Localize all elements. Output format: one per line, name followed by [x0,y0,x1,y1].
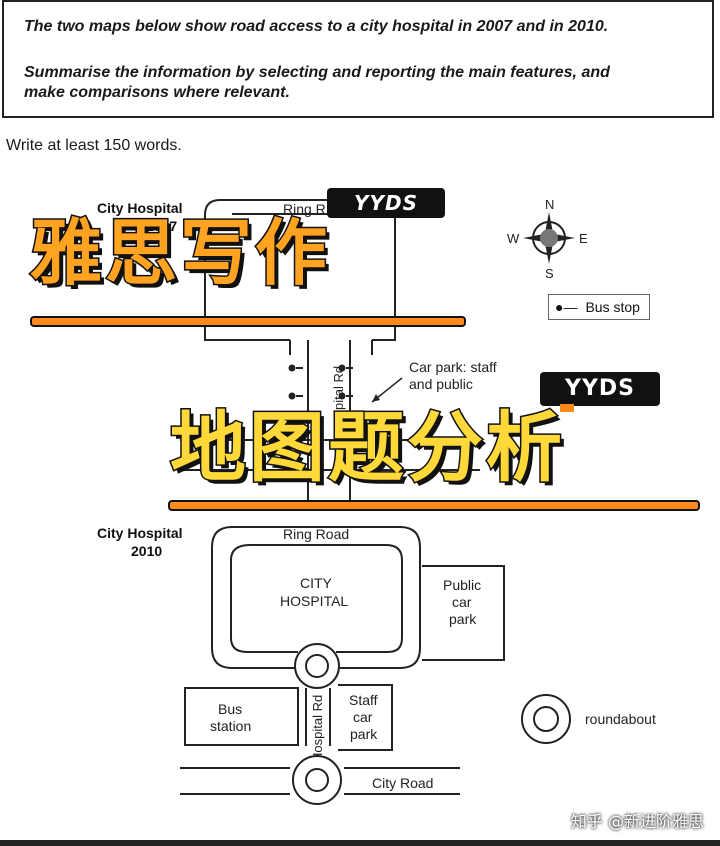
compass-rose-icon: N S E W [507,197,588,281]
ring-road-2010 [232,526,421,669]
yyds-tag-top: YYDS [327,188,445,218]
map-2007: City Hospital 2007 Ring R pital Rd Car p… [97,199,497,500]
svg-text:W: W [507,231,520,246]
roundabout-legend: roundabout [521,694,656,744]
svg-text:station: station [210,718,251,734]
task-line-3: make comparisons where relevant. [24,84,290,101]
svg-text:car: car [353,709,373,725]
ring-road-label-2010: Ring Road [283,526,349,542]
map-2007-title: City Hospital [97,200,183,216]
staff-car-park [338,684,393,751]
car-park-label-2007-line1: Car park: staff [409,359,497,375]
bottom-edge [0,840,720,846]
hospital-rd-label-2010: Hospital Rd [310,695,325,762]
title-bottom-underline [168,500,700,511]
title-overlay-bottom: 地图题分析 [169,402,565,494]
roundabout-legend-label: roundabout [585,711,656,727]
word-count-instruction: Write at least 150 words. [6,137,182,154]
hospital-road-2010 [305,688,331,746]
ring-road-label-2007: Ring R [283,201,326,217]
task-line-1: The two maps below show road access to a… [24,18,609,35]
hospital-road-2007 [307,340,351,500]
zhihu-watermark: 知乎 @新进阶雅思 [570,812,704,831]
map-2010-year: 2010 [131,543,162,559]
city-road-label-2007: C [371,450,381,466]
city-road-2007 [180,439,480,471]
bus-stop-icon [288,364,353,400]
roundabout-icon [521,694,571,744]
svg-text:E: E [579,231,588,246]
title-top-underline [30,316,466,327]
public-car-park [422,565,505,661]
svg-text:Staff: Staff [349,692,378,708]
svg-text:Bus: Bus [218,701,242,717]
svg-text:S: S [545,266,554,281]
map-2007-year: 2007 [146,218,177,234]
map-2010: City Hospital 2010 Ring Road CITY HOSPIT… [97,525,505,805]
svg-text:car: car [452,594,472,610]
roundabout-lower [292,755,342,805]
hospital-label-line1: CITY [300,575,333,591]
svg-text:Public: Public [443,577,481,593]
bus-stop-legend-icon: ●— [555,299,578,315]
car-park-label-2007-line2: and public [409,376,473,392]
task-line-2: Summarise the information by selecting a… [24,64,610,81]
city-road-label-2010: City Road [372,775,433,791]
roundabout-upper [294,643,340,689]
city-road-2010 [180,767,460,795]
title-overlay-top: 雅思写作 [28,210,331,297]
svg-text:park: park [350,726,378,742]
svg-text:park: park [449,611,477,627]
bus-stop-legend-label: Bus stop [585,299,640,315]
svg-text:N: N [545,197,554,212]
hospital-label-line2: HOSPITAL [280,593,348,609]
bus-station [184,687,299,746]
task-prompt-box: The two maps below show road access to a… [2,0,714,118]
yyds-tag-bottom: YYDS [540,372,660,406]
map-2010-title: City Hospital [97,525,183,541]
bus-stop-legend: ●— Bus stop [548,294,650,320]
